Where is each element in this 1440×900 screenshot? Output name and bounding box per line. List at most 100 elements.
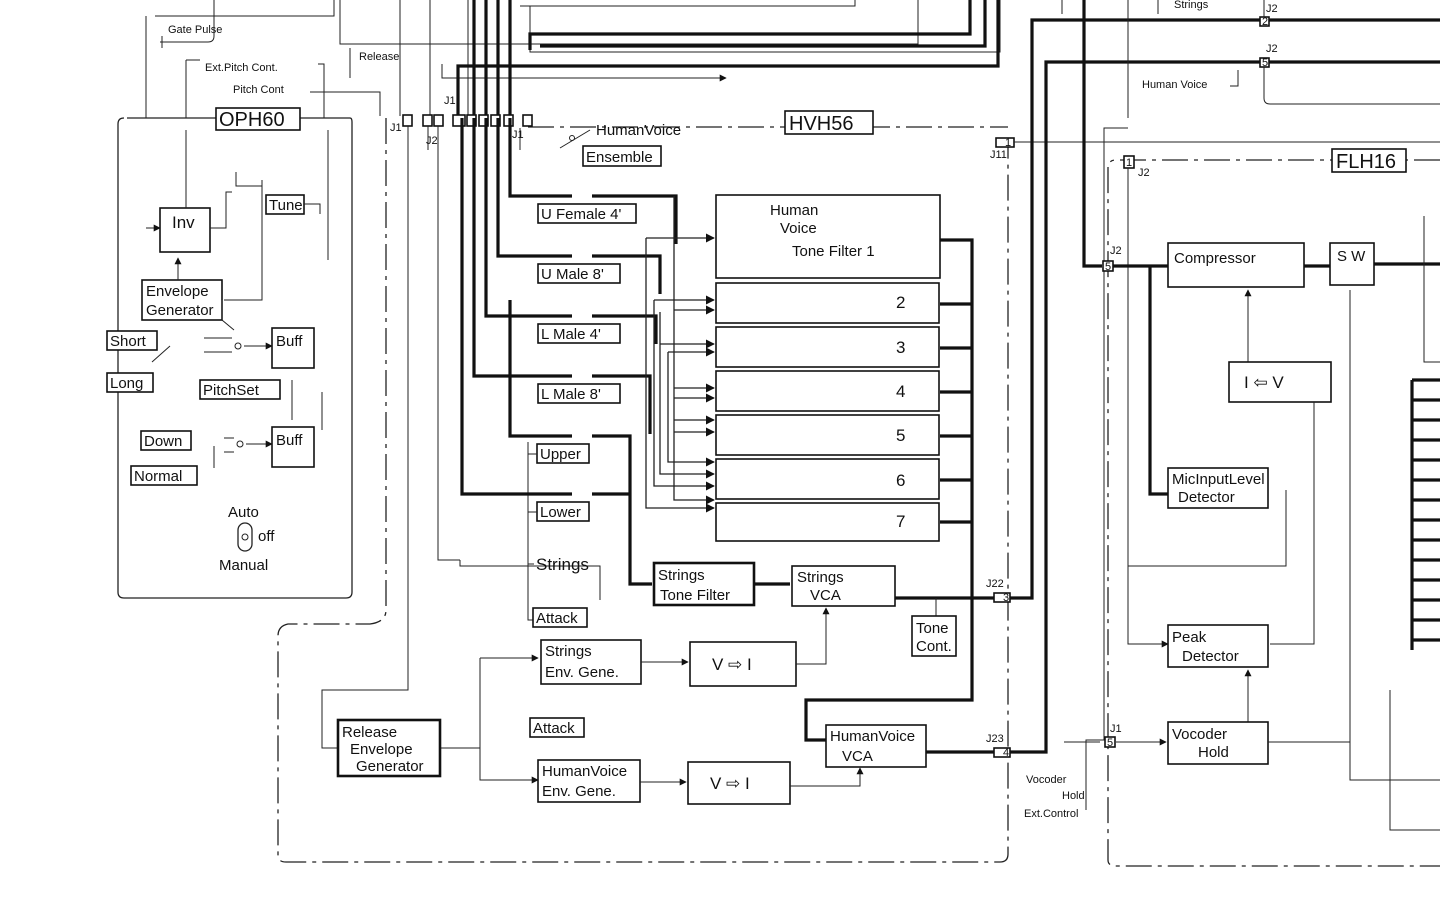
svca-line1: Strings <box>797 569 844 586</box>
voice-bus <box>460 118 678 586</box>
off-label: off <box>258 528 275 545</box>
normal-tag <box>130 465 198 486</box>
tf7-num: 7 <box>896 512 905 531</box>
long-tag <box>106 372 154 393</box>
flh16-label: FLH16 <box>1336 151 1396 173</box>
v-to-i-1 <box>689 641 797 687</box>
j2-tr2: J2 <box>1266 43 1278 55</box>
senv-line1: Strings <box>545 643 592 660</box>
vti2-label: V ⇨ I <box>710 774 750 793</box>
tr-pin2: 5 <box>1262 57 1268 69</box>
env-gen-block <box>141 279 223 321</box>
flh-j1: J1 <box>1110 723 1122 735</box>
strings-chain: Strings Tone Filter Strings VCA Tone Con… <box>540 561 996 687</box>
lower-label: Lower <box>540 504 581 521</box>
tone-filter-1 <box>715 194 941 279</box>
strings-tone-filter-block <box>652 561 756 607</box>
release-label: Release <box>359 51 399 63</box>
senv-line2: Env. Gene. <box>545 664 619 681</box>
flh-j2: J2 <box>1110 245 1122 257</box>
tf5-num: 5 <box>896 426 905 445</box>
vh-line1: Vocoder <box>1172 726 1227 743</box>
stf-line1: Strings <box>658 567 705 584</box>
normal-label: Normal <box>134 468 182 485</box>
top-thick-bus <box>456 0 1000 118</box>
top-right-labels: Strings Human Voice 2 5 J2 J2 <box>1085 0 1440 810</box>
sw-block <box>1329 242 1375 286</box>
svca-line2: VCA <box>810 587 841 604</box>
tone-cont-block <box>911 615 957 657</box>
filter-fanout <box>645 196 715 513</box>
compressor-label: Compressor <box>1174 250 1256 267</box>
tf4-num: 4 <box>896 382 905 401</box>
short-label: Short <box>110 333 147 350</box>
j1-left: J1 <box>390 122 402 134</box>
hvh56-label: HVH56 <box>789 113 853 135</box>
inv-label: Inv <box>172 213 195 232</box>
hvh56-frame: HVH56 <box>277 110 1009 863</box>
pitch-cont-label: Pitch Cont <box>233 84 284 96</box>
rel-line1: Release <box>342 724 397 741</box>
pitchset-tag <box>199 379 281 400</box>
buff2-block <box>271 426 315 468</box>
tone-filter-4 <box>715 370 940 412</box>
mic-input-block <box>1167 467 1269 509</box>
peak-line1: Peak <box>1172 629 1207 646</box>
peak-detector-block <box>1167 624 1269 668</box>
ensemble-tag <box>582 145 662 167</box>
top-lines: Gate Pulse Ext.Pitch Cont. Pitch Cont Re… <box>145 0 1001 118</box>
peak-line2: Detector <box>1182 648 1239 665</box>
hvenv-line1: HumanVoice <box>542 763 627 780</box>
tone-cont-line2: Cont. <box>916 638 952 655</box>
flh-j2-top: J2 <box>1138 167 1150 179</box>
oph60-content: Inv Tune Envelope Generator Short Long B… <box>106 130 329 574</box>
down-tag <box>140 430 192 451</box>
tone-filter-3 <box>715 326 940 368</box>
j23-label: J23 <box>986 733 1004 745</box>
hvh-thin-lines <box>321 126 601 784</box>
voice-tag-1: U Female 4' <box>541 206 622 223</box>
hv-vca-block <box>825 724 927 768</box>
filter-output-bus <box>804 238 974 742</box>
hvenv-line2: Env. Gene. <box>542 783 616 800</box>
tf1-line2: Voice <box>780 220 817 237</box>
flh-pin-j1: 5 <box>1107 737 1113 749</box>
voice-tag-4: L Male 8' <box>541 386 601 403</box>
strings-vca-block <box>791 565 896 607</box>
rel-line3: Generator <box>356 758 424 775</box>
stf-line2: Tone Filter <box>660 587 730 604</box>
voice-tag-2: U Male 8' <box>541 266 604 283</box>
sw-label: S W <box>1337 248 1366 265</box>
hv-env-block <box>537 759 641 803</box>
compressor-block <box>1167 242 1305 288</box>
v-to-i-2 <box>687 761 791 805</box>
ensemble-label: Ensemble <box>586 149 653 166</box>
pitchset-label: PitchSet <box>203 382 260 399</box>
voice-tag-3: L Male 4' <box>541 326 601 343</box>
buff1-block <box>271 327 315 369</box>
oph60-frame: OPH60 <box>117 107 353 599</box>
env-gen-line1: Envelope <box>146 283 209 300</box>
tf6-num: 6 <box>896 471 905 490</box>
j1-right: J1 <box>512 129 524 141</box>
vocoder-ext-line2: Hold <box>1062 790 1085 802</box>
vti1-label: V ⇨ I <box>712 655 752 674</box>
attack1-label: Attack <box>536 610 578 627</box>
strings-top-label: Strings <box>1174 0 1209 11</box>
hv-switch-area: HumanVoice Ensemble <box>559 122 681 167</box>
tf1-line1: Human <box>770 202 818 219</box>
flh16-content: 1 J2 5 J2 Compressor S W I ⇦ V MicInputL… <box>1024 155 1440 831</box>
mic-line2: Detector <box>1178 489 1235 506</box>
human-voice-top-label: Human Voice <box>1142 79 1207 91</box>
gate-pulse-label: Gate Pulse <box>168 24 222 36</box>
flh-pin1: 1 <box>1126 157 1132 169</box>
i-v-block <box>1228 361 1332 403</box>
env-gen-line2: Generator <box>146 302 214 319</box>
tr-pin1: 2 <box>1262 16 1268 28</box>
inv-block <box>159 207 211 253</box>
tone-filter-5 <box>715 414 940 456</box>
tune-label: Tune <box>269 197 303 214</box>
mic-line1: MicInputLevel <box>1172 471 1265 488</box>
buff2-label: Buff <box>276 432 303 449</box>
